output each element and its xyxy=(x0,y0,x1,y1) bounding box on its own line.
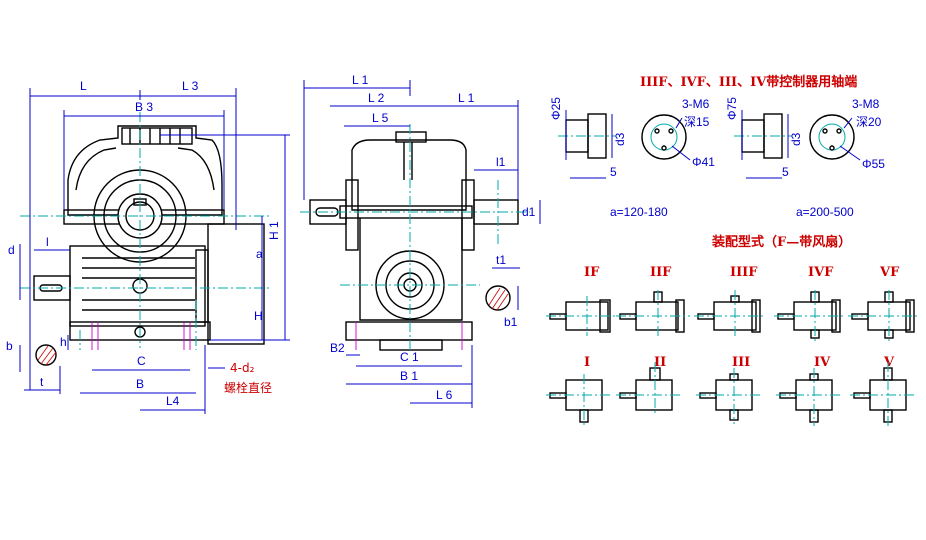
dim-b1: b1 xyxy=(504,315,518,329)
type-VF-label: VF xyxy=(879,265,900,280)
type-V-label: V xyxy=(883,355,895,370)
type-IVF-diagram xyxy=(774,290,846,342)
dim-L4: L4 xyxy=(166,394,180,408)
depth-right: 深20 xyxy=(856,115,882,129)
dim-l: l xyxy=(46,235,49,249)
len-right: 5 xyxy=(782,165,789,179)
bolts-label: 4-d₂ xyxy=(230,361,255,375)
type-III-label: III xyxy=(732,355,750,370)
type-I-diagram xyxy=(546,374,610,426)
dim-d1: d1 xyxy=(522,205,536,219)
type-VF-diagram xyxy=(848,290,918,342)
dim-B: B xyxy=(136,377,144,391)
type-IV-diagram xyxy=(776,368,840,426)
dim-d: d xyxy=(8,243,15,257)
dim-a: a xyxy=(256,247,263,261)
thread-left: 3-M6 xyxy=(682,97,710,111)
type-IIF-label: IIF xyxy=(650,265,672,280)
pcd-right: Φ55 xyxy=(862,157,885,171)
dim-t: t xyxy=(40,375,44,389)
type-IIIF-label: IIIF xyxy=(730,265,758,280)
side-view-labels: L 1 L 2 L 5 L 1 l1 d1 t1 b1 B2 C 1 B 1 L… xyxy=(330,73,536,402)
dim-B1: B 1 xyxy=(400,369,418,383)
dim-t1: t1 xyxy=(496,253,506,267)
pcd-left: Φ41 xyxy=(692,155,715,169)
dim-h: h xyxy=(60,335,67,349)
dim-b: b xyxy=(6,339,13,353)
range-left: a=120-180 xyxy=(610,205,668,219)
type-IF-diagram xyxy=(546,296,616,336)
dim-L: L xyxy=(80,79,87,93)
type-IIIF-diagram xyxy=(694,290,766,336)
shaft-dia-left: Φ25 xyxy=(549,97,563,120)
dim-B2: B2 xyxy=(330,341,345,355)
type-IV-label: IV xyxy=(814,355,831,370)
dim-H: H xyxy=(254,309,263,323)
front-view xyxy=(19,88,290,414)
type-IIF-diagram xyxy=(616,290,690,336)
dim-C: C xyxy=(137,354,146,368)
dim-L1-top: L 1 xyxy=(352,73,369,87)
dim-L6: L 6 xyxy=(436,388,453,402)
d3-right: d3 xyxy=(789,132,803,146)
dim-L2: L 2 xyxy=(368,91,385,105)
dim-C1: C 1 xyxy=(400,350,419,364)
shaft-end-details: IIIF、IVF、III、IV带控制器用轴端 Φ25 d3 3-M6 深15 Φ… xyxy=(549,74,885,219)
type-II-label: II xyxy=(654,355,666,370)
shaft-dia-right: Φ75 xyxy=(725,97,739,120)
dim-B3: B 3 xyxy=(135,100,153,114)
type-I-label: I xyxy=(584,355,590,370)
bolt-diameter-note: 螺栓直径 xyxy=(224,380,272,395)
assembly-title: 装配型式（F—带风扇） xyxy=(711,234,851,250)
type-III-diagram xyxy=(696,368,760,424)
thread-right: 3-M8 xyxy=(852,97,880,111)
len-left: 5 xyxy=(610,165,617,179)
depth-left: 深15 xyxy=(684,115,710,129)
front-view-labels: L L 3 B 3 H 1 a H d l h b t C B L4 4-d₂ … xyxy=(6,79,281,408)
type-II-diagram xyxy=(616,362,680,416)
type-V-diagram xyxy=(850,362,914,426)
dim-L5: L 5 xyxy=(372,111,389,125)
dim-H1: H 1 xyxy=(267,221,281,240)
d3-left: d3 xyxy=(613,132,627,146)
side-view xyxy=(300,80,541,408)
shaft-end-title: IIIF、IVF、III、IV带控制器用轴端 xyxy=(640,74,857,90)
dim-L1-right: L 1 xyxy=(458,91,475,105)
type-IF-label: IF xyxy=(584,265,600,280)
dim-l1: l1 xyxy=(496,155,506,169)
type-IVF-label: IVF xyxy=(808,265,834,280)
range-right: a=200-500 xyxy=(796,205,854,219)
assembly-types: 装配型式（F—带风扇） IF IIF IIIF IVF VF xyxy=(546,234,918,426)
dim-L3: L 3 xyxy=(182,79,199,93)
